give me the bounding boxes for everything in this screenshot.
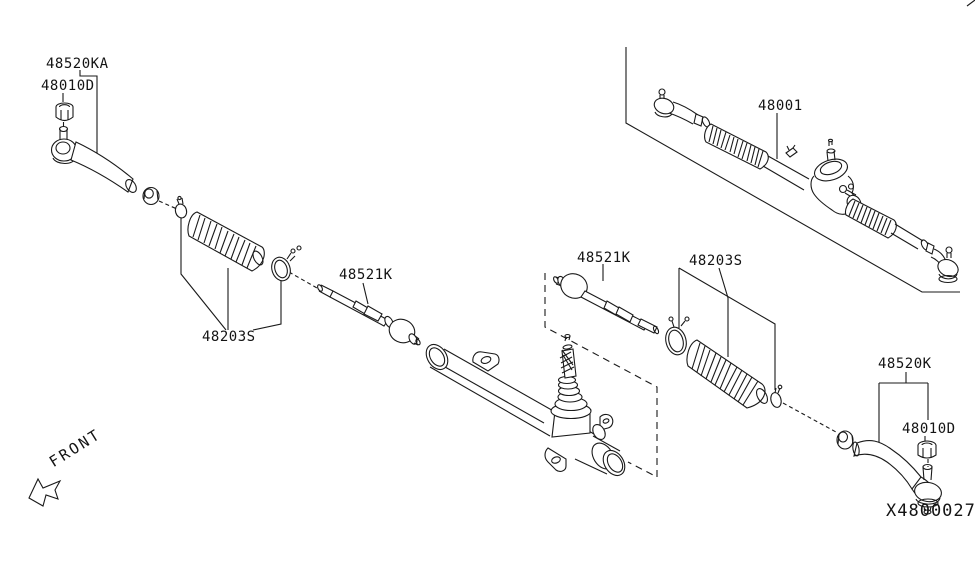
- mounting-lug: [472, 351, 500, 372]
- leader-lines: [62, 70, 929, 451]
- boot-clamp-small-right: [770, 384, 783, 408]
- axis-dash-left2: [288, 271, 318, 289]
- bellows-boot-left: [187, 211, 265, 272]
- axis-dash-right: [782, 402, 837, 433]
- ball-housing-right: [914, 481, 942, 515]
- steering-gear-assembly: [653, 88, 959, 284]
- leader-48203s-left-clamp2: [252, 281, 282, 331]
- asm-tie-rod-right: [890, 223, 959, 284]
- asm-center-housing: [810, 138, 862, 215]
- ball-stud-right: [922, 463, 933, 481]
- boot-clamp-small-left: [174, 195, 188, 219]
- boot-kit-left: [174, 195, 302, 282]
- part-label-48203s-left[interactable]: 48203S: [202, 329, 256, 345]
- asm-boot-right: [844, 198, 897, 239]
- dashed-box-center: [544, 273, 658, 478]
- inner-socket-right: [553, 273, 660, 335]
- jam-nut-left: [142, 186, 160, 206]
- pinion-tower: [550, 333, 592, 438]
- rod-arm-left: [50, 138, 137, 193]
- part-label-48520ka[interactable]: 48520KA: [46, 56, 109, 72]
- gear-housing-bare: [425, 333, 626, 477]
- assembly-enclosure-line: [625, 47, 960, 293]
- part-label-48521k-right[interactable]: 48521K: [577, 250, 631, 266]
- axis-dash-left: [158, 200, 178, 210]
- diagram-code: X4800027: [886, 501, 975, 521]
- asm-rack-tube: [762, 144, 810, 191]
- inner-socket-left: [317, 284, 421, 346]
- part-label-48203s-right[interactable]: 48203S: [689, 253, 743, 269]
- boot-clamp-large-left: [271, 245, 302, 282]
- rack-end-cylinder: [574, 435, 626, 477]
- boot-kit-right: [665, 316, 783, 409]
- part-label-48521k-left[interactable]: 48521K: [339, 267, 393, 283]
- asm-boot-left: [704, 123, 769, 170]
- jam-nut-right: [836, 430, 854, 450]
- leader-48203s-right-boot: [718, 267, 729, 357]
- dashed-section-box: [544, 0, 975, 478]
- part-label-48001[interactable]: 48001: [758, 98, 803, 114]
- tie-rod-end-left: [50, 102, 160, 206]
- exploded-axis-lines: [62, 122, 929, 467]
- leader-48521k-left: [362, 282, 369, 305]
- front-arrow-icon: [28, 477, 62, 507]
- leader-48203s-right-clamp2: [678, 267, 776, 390]
- bellows-boot-right: [686, 339, 769, 409]
- lower-lug: [544, 447, 567, 472]
- boot-clamp-large-right: [665, 316, 690, 356]
- side-boss: [592, 413, 614, 441]
- asm-tie-rod-end-left: [653, 88, 711, 128]
- part-label-48010d-left[interactable]: 48010D: [41, 78, 95, 94]
- part-label-48010d-right[interactable]: 48010D: [902, 421, 956, 437]
- leader-48520ka: [79, 70, 98, 159]
- castle-nut-right: [917, 440, 937, 459]
- front-arrow: [28, 477, 62, 507]
- leader-48203s-left-clamp1: [180, 218, 227, 331]
- part-label-48520k[interactable]: 48520K: [878, 356, 932, 372]
- tie-rod-end-right: [836, 430, 942, 515]
- castle-nut-left: [55, 102, 74, 122]
- enclosure-corner-tick: [966, 0, 975, 7]
